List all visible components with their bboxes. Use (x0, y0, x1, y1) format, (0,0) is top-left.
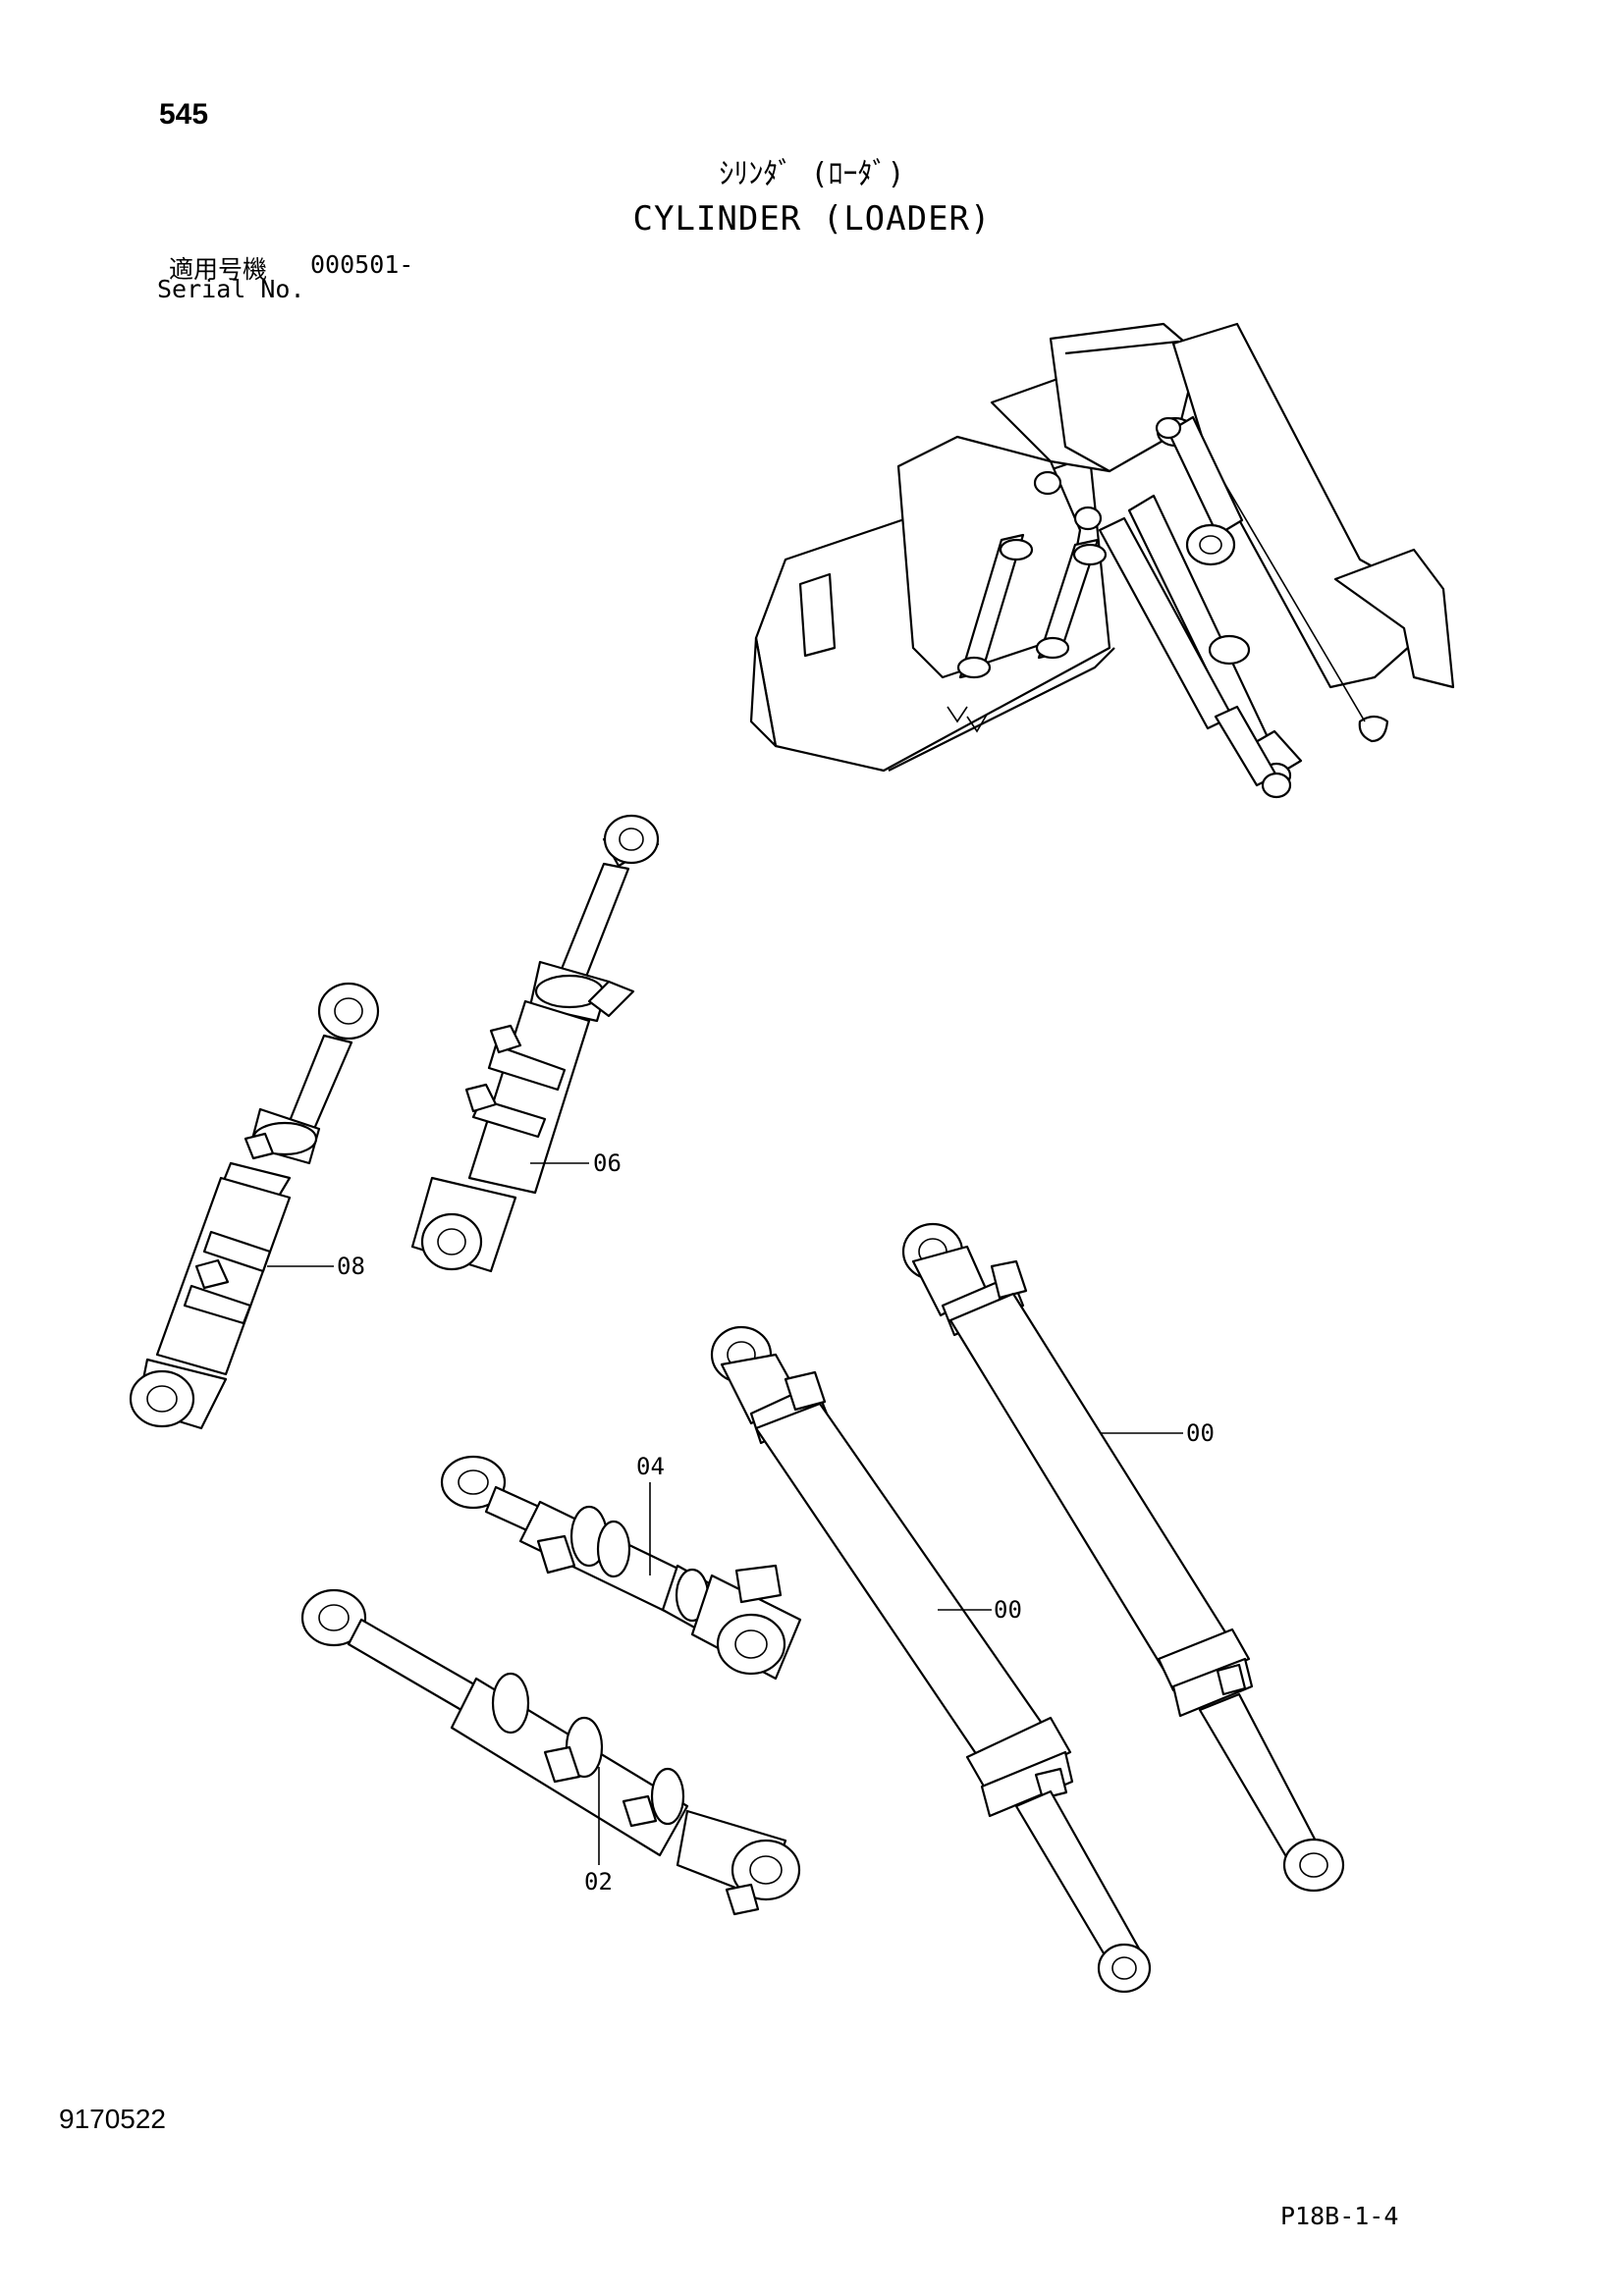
page-number: 545 (159, 98, 209, 131)
callout-02: 02 (584, 1868, 613, 1896)
reference-code: P18B-1-4 (1280, 2202, 1399, 2230)
serial-number-value: 000501- (310, 250, 414, 279)
callout-08: 08 (337, 1253, 365, 1280)
cylinder-part-00-b (901, 1222, 1345, 1893)
title-english: CYLINDER (LOADER) (632, 199, 992, 239)
cylinder-part-08 (129, 982, 380, 1430)
cylinder-part-06 (410, 814, 660, 1273)
document-id: 9170522 (59, 2104, 167, 2134)
title-japanese: ｼﾘﾝﾀﾞ (ﾛｰﾀﾞ) (719, 157, 905, 191)
callout-04: 04 (636, 1453, 665, 1480)
loader-assembly-illustration (749, 322, 1455, 799)
callout-00-right: 00 (1186, 1419, 1215, 1447)
cylinder-part-04 (440, 1455, 802, 1681)
cylinder-part-00-a (710, 1325, 1152, 1994)
serial-label-japanese: 適用号機 (169, 255, 268, 284)
callout-leaders (267, 1162, 1183, 1865)
callout-06: 06 (593, 1149, 622, 1177)
cylinder-part-02 (300, 1588, 801, 1916)
serial-label-english: Serial No. (157, 275, 305, 303)
callout-00-middle: 00 (994, 1596, 1022, 1624)
